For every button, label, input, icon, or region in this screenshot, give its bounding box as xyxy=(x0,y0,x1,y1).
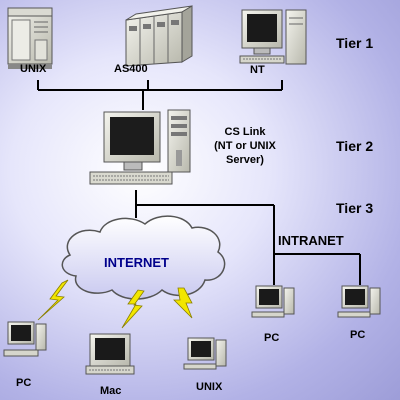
lightning-bolts xyxy=(37,279,193,329)
unix-label: UNIX xyxy=(20,63,47,75)
cs-link-label: CS Link (NT or UNIX Server) xyxy=(200,125,290,167)
intranet-pc2-label: PC xyxy=(350,329,366,341)
internet-mac-icon xyxy=(85,333,135,375)
lightning-bolt-middle xyxy=(121,289,145,329)
as400-label: AS400 xyxy=(114,63,148,75)
intranet-pc1-label: PC xyxy=(264,332,280,344)
tier3-bus xyxy=(135,190,361,285)
internet-pc-icon xyxy=(3,321,47,357)
nt-label: NT xyxy=(250,64,265,76)
tier3-label: Tier 3 xyxy=(336,200,374,216)
internet-unix-label: UNIX xyxy=(196,381,223,393)
cs-link-server-icon xyxy=(89,109,191,185)
intranet-pc1-icon xyxy=(251,285,295,318)
as400-server-icon xyxy=(125,5,193,67)
internet-pc-label: PC xyxy=(16,377,32,389)
cs-link-label-line3: Server) xyxy=(226,154,264,166)
lightning-bolt-right xyxy=(173,287,193,319)
tier1-bus xyxy=(37,80,283,110)
tier2-label: Tier 2 xyxy=(336,138,374,154)
intranet-label: INTRANET xyxy=(278,233,344,248)
nt-workstation-icon xyxy=(239,9,307,65)
internet-mac-label: Mac xyxy=(100,385,122,397)
cs-link-label-line2: (NT or UNIX xyxy=(214,140,276,152)
lightning-bolt-left xyxy=(37,279,69,321)
internet-unix-icon xyxy=(183,337,227,370)
internet-label: INTERNET xyxy=(104,255,169,270)
cs-link-label-line1: CS Link xyxy=(224,126,266,138)
unix-server-icon xyxy=(7,7,53,69)
tier1-label: Tier 1 xyxy=(336,35,374,51)
intranet-pc2-icon xyxy=(337,285,381,318)
internet-cloud xyxy=(61,215,226,300)
